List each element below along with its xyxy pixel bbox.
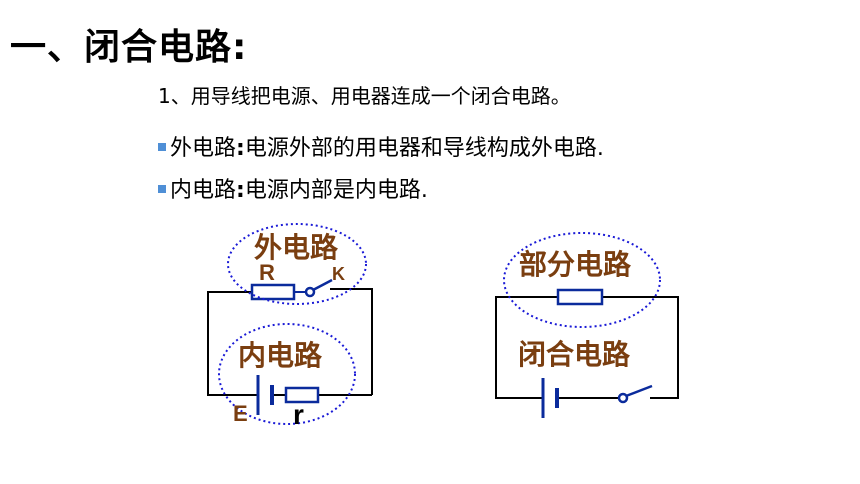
outer-circuit-ellipse — [227, 223, 367, 305]
switch-pivot — [617, 392, 629, 404]
definition-text: 1、用导线把电源、用电器连成一个闭合电路。 — [158, 84, 571, 108]
bullet-inner-circuit: 内电路:电源内部是内电路. — [158, 172, 428, 204]
internal-resistor — [284, 386, 320, 404]
bullet-term: 内电路 — [170, 178, 237, 203]
source-label: E — [233, 401, 248, 426]
switch-blade — [625, 384, 653, 398]
inner-circuit-ellipse — [218, 323, 356, 425]
bullet-desc: 电源内部是内电路. — [244, 178, 428, 203]
switch-k-blade — [312, 278, 333, 292]
partial-circuit-label: 部分电路 — [519, 248, 632, 281]
switch-k-pivot — [304, 286, 316, 298]
left-wires — [207, 288, 373, 396]
bullet-square-icon — [158, 143, 166, 151]
resistor-label: R — [259, 260, 275, 285]
bullet-desc: 电源外部的用电器和导线构成外电路. — [244, 136, 604, 161]
left-circuit: 外电路 R K 内电路 E r — [207, 223, 373, 430]
right-circuit: 部分电路 闭合电路 — [495, 232, 679, 418]
internal-resistance-label: r — [293, 399, 304, 430]
bullet-square-icon — [158, 185, 166, 193]
closed-circuit-label: 闭合电路 — [518, 338, 631, 371]
bullet-sep: : — [236, 178, 245, 203]
partial-circuit-ellipse — [503, 232, 661, 328]
right-wires — [495, 296, 679, 399]
switch-label: K — [332, 264, 345, 284]
partial-resistor — [556, 288, 604, 306]
bullet-outer-circuit: 外电路:电源外部的用电器和导线构成外电路. — [158, 130, 604, 162]
bullet-sep: : — [236, 136, 245, 161]
inner-circuit-label: 内电路 — [238, 339, 323, 372]
bullet-term: 外电路 — [170, 136, 237, 161]
page-title: 一、闭合电路: — [10, 27, 248, 68]
outer-circuit-label: 外电路 — [254, 231, 339, 264]
